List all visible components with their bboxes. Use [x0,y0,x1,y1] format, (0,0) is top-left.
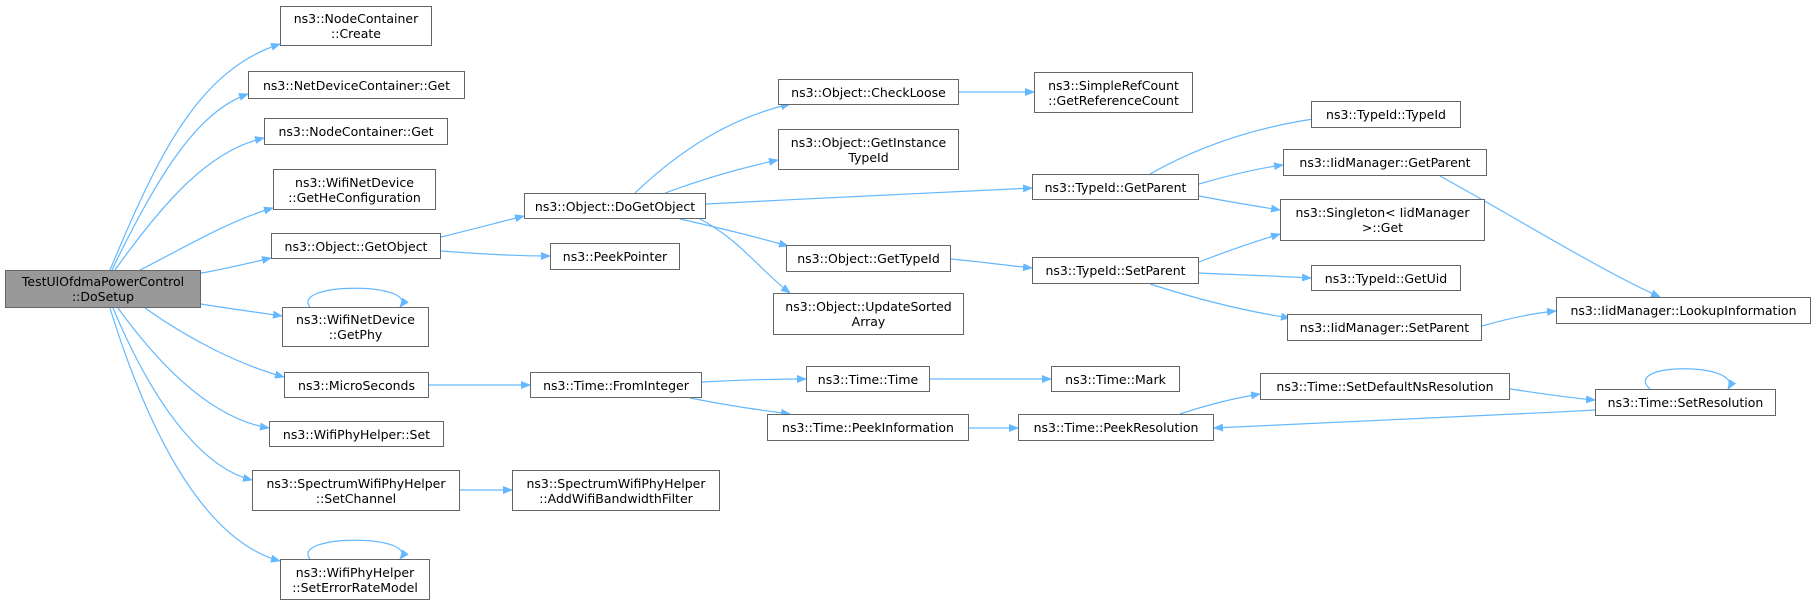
node-spectrum-setchannel[interactable]: ns3::SpectrumWifiPhyHelper ::SetChannel [252,470,460,511]
edge-setparent-to-singleton-get [1198,232,1281,263]
edge-frominteger-to-peekinformation [689,397,791,417]
node-peekpointer[interactable]: ns3::PeekPointer [550,243,680,270]
edge-getparent-to-singleton-get [1198,195,1281,213]
node-netdevicecontainer-get[interactable]: ns3::NetDeviceContainer::Get [248,71,465,99]
edge-setparent-to-typeid-getuid [1198,272,1312,282]
node-typeid-getparent[interactable]: ns3::TypeId::GetParent [1032,174,1199,200]
edge-root-to-spectrum-setchannel [112,307,253,482]
node-time-mark[interactable]: ns3::Time::Mark [1051,366,1180,392]
edge-dogetobject-to-typeid-getparent [705,184,1033,205]
edge-getparent-to-typeid-typeid [1149,115,1321,175]
edge-setdefaultnsresolution-to-setresolution [1509,388,1596,404]
edge-dogetobject-to-gettypeid [679,218,789,248]
node-singleton-get[interactable]: ns3::Singleton< IidManager >::Get [1280,199,1485,241]
edge-root-to-nodecontainer-get [114,136,265,271]
node-wifiphyhelper-set[interactable]: ns3::WifiPhyHelper::Set [269,421,444,447]
node-time-time[interactable]: ns3::Time::Time [806,366,930,392]
edge-root-to-microseconds [144,307,285,379]
edge-root-to-wifinetdevice-gethe [139,206,274,271]
node-object-updatesortedarray[interactable]: ns3::Object::UpdateSorted Array [773,293,964,335]
edge-seterrorratemodel-self-loop [307,539,409,560]
node-iidmanager-setparent[interactable]: ns3::IidManager::SetParent [1287,314,1482,341]
edge-root-to-wifiphyhelper-set [117,307,270,431]
node-time-setresolution[interactable]: ns3::Time::SetResolution [1595,389,1776,416]
edge-peekresolution-to-setdefaultnsresolution [1179,391,1261,415]
node-object-dogetobject[interactable]: ns3::Object::DoGetObject [524,193,706,219]
node-iidmanager-getparent[interactable]: ns3::IidManager::GetParent [1283,149,1487,176]
node-wifiphyhelper-seterrorratemodel[interactable]: ns3::WifiPhyHelper ::SetErrorRateModel [280,559,430,600]
edge-root-to-wifiphyhelper-seterrorratemodel [109,307,281,563]
node-nodecontainer-get[interactable]: ns3::NodeContainer::Get [264,118,448,145]
edge-setresolution-to-peekresolution [1213,409,1596,432]
node-iidmanager-lookupinformation[interactable]: ns3::IidManager::LookupInformation [1556,297,1811,324]
node-object-getinstancetypeid[interactable]: ns3::Object::GetInstance TypeId [778,129,959,170]
edge-getparent-to-iidmanager-getparent [1198,162,1284,185]
edge-dogetobject-to-checkloose [634,102,791,194]
node-object-getobject[interactable]: ns3::Object::GetObject [271,233,441,259]
edge-getobject-to-dogetobject [440,214,525,238]
edge-setparent-to-iidmanager-setparent [1149,283,1291,321]
edge-root-to-nodecontainer-create [109,42,281,271]
node-wifinetdevice-gethe[interactable]: ns3::WifiNetDevice ::GetHeConfiguration [273,169,436,210]
edge-getphy-self-loop [307,287,409,308]
node-simplerefcount-getreferencecount[interactable]: ns3::SimpleRefCount ::GetReferenceCount [1034,72,1193,113]
node-nodecontainer-create[interactable]: ns3::NodeContainer ::Create [280,6,432,46]
node-root[interactable]: TestUlOfdmaPowerControl ::DoSetup [5,270,201,308]
edge-gettypeid-to-typeid-setparent [950,258,1033,272]
node-typeid-getuid[interactable]: ns3::TypeId::GetUid [1311,265,1461,291]
node-microseconds[interactable]: ns3::MicroSeconds [284,372,429,398]
edge-root-to-object-getobject [200,256,272,274]
node-wifinetdevice-getphy[interactable]: ns3::WifiNetDevice ::GetPhy [282,307,429,347]
edge-frominteger-to-time-time [701,375,807,384]
node-time-setdefaultnsresolution[interactable]: ns3::Time::SetDefaultNsResolution [1260,373,1510,400]
node-time-peekresolution[interactable]: ns3::Time::PeekResolution [1018,414,1214,441]
edge-root-to-wifinetdevice-getphy [200,303,283,319]
node-time-peekinformation[interactable]: ns3::Time::PeekInformation [767,414,969,441]
edge-iidmanager-getparent-to-lookupinformation [1439,175,1661,298]
edge-dogetobject-to-getinstancetypeid [664,157,779,194]
node-typeid-typeid[interactable]: ns3::TypeId::TypeId [1311,101,1461,128]
node-time-frominteger[interactable]: ns3::Time::FromInteger [530,372,702,398]
node-spectrum-addbwfilter[interactable]: ns3::SpectrumWifiPhyHelper ::AddWifiBand… [512,470,720,511]
node-typeid-setparent[interactable]: ns3::TypeId::SetParent [1032,257,1199,284]
edge-iidmanager-setparent-to-lookupinformation [1481,307,1557,327]
edge-root-to-netdevicecontainer-get [111,93,249,271]
node-object-gettypeid[interactable]: ns3::Object::GetTypeId [786,245,951,272]
edge-setresolution-self-loop [1644,368,1737,390]
call-edges [109,42,1737,563]
node-object-checkloose[interactable]: ns3::Object::CheckLoose [778,79,959,105]
edge-dogetobject-to-updatesortedarray [699,218,791,294]
edge-getobject-to-peekpointer [440,250,551,260]
